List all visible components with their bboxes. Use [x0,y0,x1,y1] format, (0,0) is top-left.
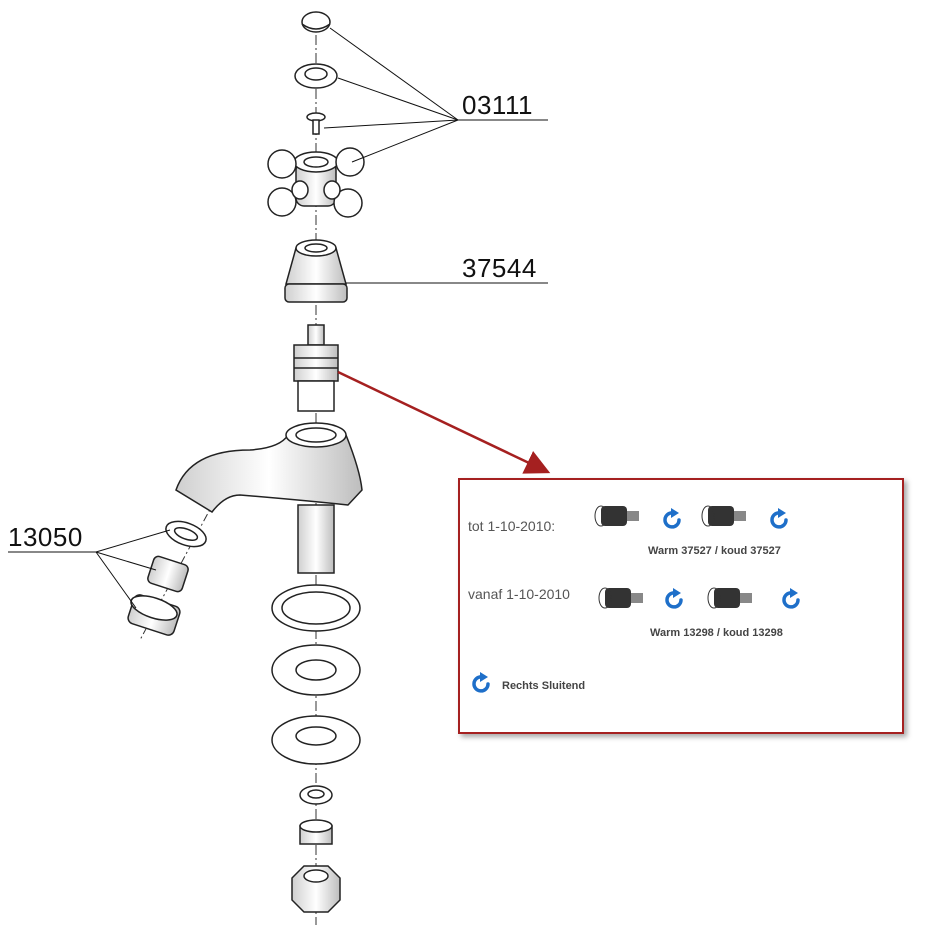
flat-washer [271,644,361,696]
threaded-shank [297,504,335,574]
clockwise-arrow-icon [663,508,681,529]
callout-arrow [337,370,551,474]
cartridge-info-box: tot 1-10-2010: vanaf 1-10-2010 Warm 3752… [458,478,904,734]
handle-ring [294,63,338,89]
lock-washer [271,715,361,765]
part-number-13050: 13050 [8,522,83,552]
spout-body [175,422,363,513]
valve-cartridge-icon [598,587,643,609]
valve-cartridge [293,324,339,412]
clockwise-arrow-icon [782,588,800,609]
valve-cartridge-icon [594,505,639,527]
valve-cartridge-icon [701,505,746,527]
leader-lines-13050 [8,529,171,609]
leader-lines-03111 [323,27,548,163]
clockwise-arrow-icon [472,672,490,693]
aerator-washer [165,520,207,548]
part-number-03111: 03111 [462,90,533,120]
after-part-codes: Warm 13298 / koud 13298 [650,627,783,639]
bell-cover [284,239,348,303]
handle-screw [306,112,326,135]
after-date-label: vanaf 1-10-2010 [468,586,570,602]
small-ring [299,785,333,805]
rubber-washer [271,584,361,632]
clockwise-arrow-icon [770,508,788,529]
clockwise-arrow-icon [665,588,683,609]
compression-ring [299,819,333,845]
handle-cap [301,11,331,33]
union-nut [291,865,341,913]
before-part-codes: Warm 37527 / koud 37527 [648,545,781,557]
legend-label: Rechts Sluitend [502,680,586,692]
before-date-label: tot 1-10-2010: [468,518,556,534]
cross-handle [267,147,365,218]
aerator-insert [147,555,189,593]
aerator-housing [127,594,181,636]
part-number-37544: 37544 [462,253,537,283]
valve-cartridge-icon [707,587,752,609]
